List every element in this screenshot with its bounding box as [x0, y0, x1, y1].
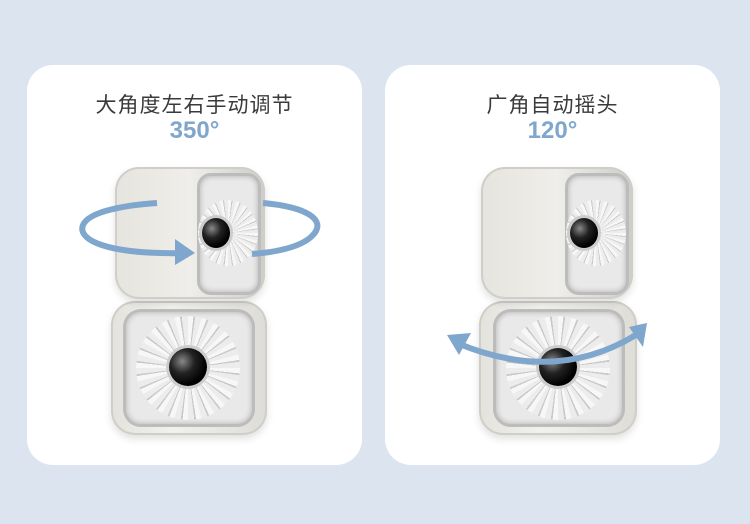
manual-rotation-card: 大角度左右手动调节 350° [27, 65, 362, 465]
rotation-arrow-icon [79, 200, 321, 265]
fan-base-module [479, 301, 637, 435]
oscillation-arrow-icon [447, 323, 647, 365]
rotation-angle: 350° [169, 117, 220, 144]
panel-title: 广角自动摇头 [486, 93, 619, 117]
panel-title: 大角度左右手动调节 [95, 93, 294, 117]
fan-base-module [111, 301, 267, 435]
oscillation-angle: 120° [527, 117, 578, 144]
fan-head-module [481, 167, 633, 299]
auto-oscillation-card: 广角自动摇头 120° [385, 65, 720, 465]
fan-head-module [115, 167, 265, 299]
